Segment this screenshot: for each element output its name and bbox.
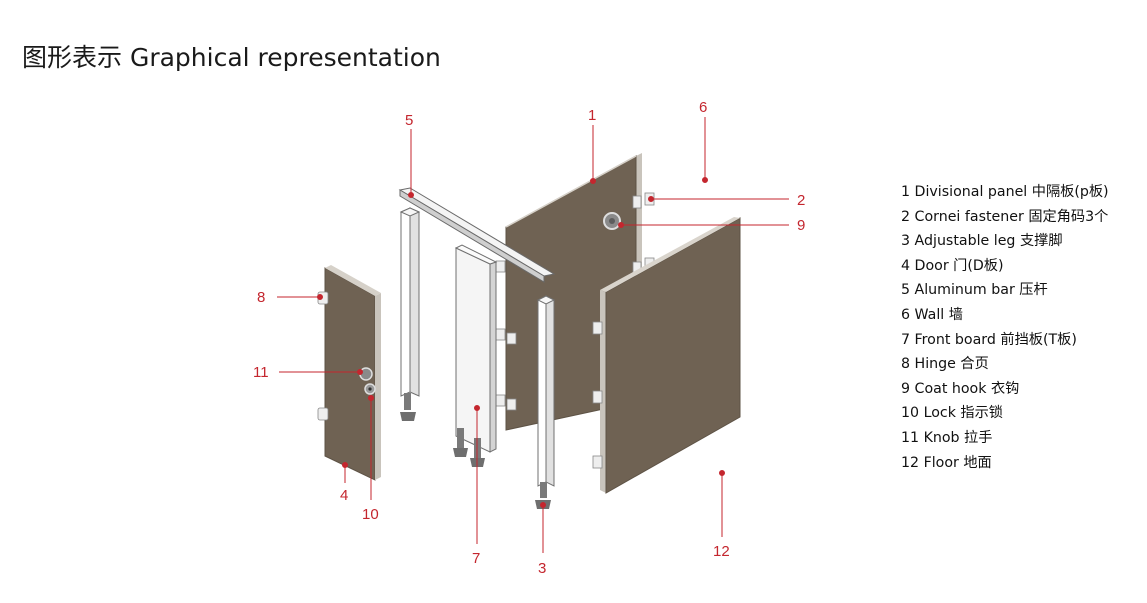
callout-leaders	[277, 117, 789, 553]
callout-12: 12	[713, 543, 730, 560]
callout-8: 8	[257, 289, 265, 306]
pilaster-left	[399, 207, 421, 397]
callout-9: 9	[797, 217, 805, 234]
adjustable-leg-icon	[400, 393, 416, 421]
callout-5: 5	[405, 112, 413, 129]
legend-item: 6 Wall 墙	[901, 306, 963, 323]
legend-item: 9 Coat hook 衣钩	[901, 380, 1020, 397]
coat-hook-icon	[603, 212, 621, 230]
door-panel	[324, 265, 381, 481]
divisional-panel-right	[600, 217, 741, 494]
legend-item: 5 Aluminum bar 压杆	[901, 282, 1048, 299]
legend-item: 8 Hinge 合页	[901, 356, 989, 373]
aluminum-bar	[398, 187, 556, 283]
page-title: 图形表示 Graphical representation	[22, 43, 441, 72]
callout-7: 7	[472, 550, 480, 567]
legend-item: 10 Lock 指示锁	[901, 405, 1003, 422]
lock-icon	[364, 383, 376, 395]
callout-1: 1	[588, 107, 596, 124]
legend-item: 1 Divisional panel 中隔板(p板)	[901, 184, 1109, 200]
callout-6: 6	[699, 99, 707, 116]
legend-item: 11 Knob 拉手	[901, 429, 993, 446]
panel-bracket-icon	[592, 321, 603, 469]
parts-legend: 1 Divisional panel 中隔板(p板) 2 Cornei fast…	[901, 180, 1109, 475]
callout-10: 10	[362, 506, 379, 523]
callout-11: 11	[253, 364, 269, 381]
legend-item: 12 Floor 地面	[901, 454, 992, 471]
callout-2: 2	[797, 192, 805, 209]
pilaster-right	[536, 295, 556, 487]
legend-item: 4 Door 门(D板)	[901, 257, 1004, 274]
legend-item: 7 Front board 前挡板(T板)	[901, 331, 1077, 348]
callout-3: 3	[538, 560, 546, 577]
front-board	[454, 244, 498, 453]
legend-item: 2 Cornei fastener 固定角码3个	[901, 208, 1109, 225]
legend-item: 3 Adjustable leg 支撑脚	[901, 233, 1063, 250]
callout-4: 4	[340, 487, 348, 504]
